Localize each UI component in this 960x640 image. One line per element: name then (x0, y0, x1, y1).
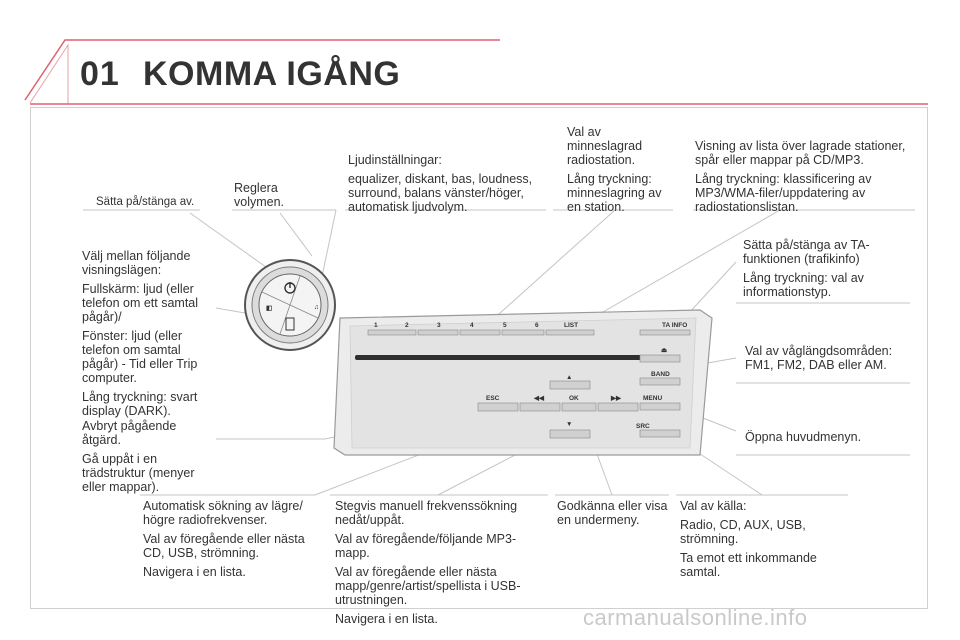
list-label: LIST (564, 322, 578, 329)
callout-audio-settings: Ljudinställningar: equalizer, diskant, b… (348, 153, 533, 214)
callout-list: Visning av lista över lagrade stationer,… (695, 139, 906, 214)
svg-text:◧: ◧ (266, 305, 273, 312)
eject-label: ⏏ (661, 347, 668, 354)
preset-6-label: 6 (535, 322, 539, 329)
volume-knob: ♫ ◧ (244, 259, 336, 351)
chapter-number: 01 (80, 55, 120, 93)
callout-presets: Val av minneslagrad radiostation. Lång t… (567, 125, 662, 214)
forward-icon: ▶▶ (610, 395, 622, 402)
callout-display-mode: Välj mellan följande visningslägen: Full… (82, 249, 199, 418)
down-arrow-icon: ▼ (566, 421, 572, 428)
esc-label: ESC (486, 395, 500, 402)
src-label: SRC (636, 423, 650, 430)
menu-label: MENU (643, 395, 662, 402)
callout-menu: Öppna huvudmenyn. (745, 430, 862, 444)
preset-4-label: 4 (470, 322, 474, 329)
page-title: KOMMA IGÅNG (143, 55, 401, 93)
svg-text:♫: ♫ (314, 304, 319, 311)
up-arrow-icon: ▲ (566, 374, 572, 381)
content-frame (30, 107, 928, 609)
callout-seek: Automatisk sökning av lägre/ högre radio… (143, 499, 305, 579)
callout-esc: Avbryt pågående åtgärd. Gå uppåt i en tr… (82, 419, 195, 494)
band-label: BAND (651, 371, 670, 378)
callout-src: Val av källa: Radio, CD, AUX, USB, ström… (680, 499, 817, 579)
callout-ok: Godkänna eller visa en undermeny. (557, 499, 668, 527)
ta-info-label: TA INFO (662, 322, 687, 329)
preset-1-label: 1 (374, 322, 378, 329)
callout-power: Sätta på/stänga av. (96, 196, 195, 208)
preset-2-label: 2 (405, 322, 409, 329)
callout-volume: Reglera volymen. (234, 181, 285, 209)
rewind-icon: ◀◀ (533, 395, 545, 402)
ok-label: OK (569, 395, 579, 402)
radio-faceplate (333, 309, 713, 456)
preset-row (367, 329, 691, 336)
preset-3-label: 3 (437, 322, 441, 329)
callout-arrows: Stegvis manuell frekvenssökning nedåt/up… (335, 499, 521, 626)
callout-ta-info: Sätta på/stänga av TA-funktionen (trafik… (743, 238, 870, 299)
preset-5-label: 5 (503, 322, 507, 329)
watermark: carmanualsonline.info (583, 605, 808, 630)
callout-band: Val av våglängdsområden: FM1, FM2, DAB e… (745, 344, 893, 372)
